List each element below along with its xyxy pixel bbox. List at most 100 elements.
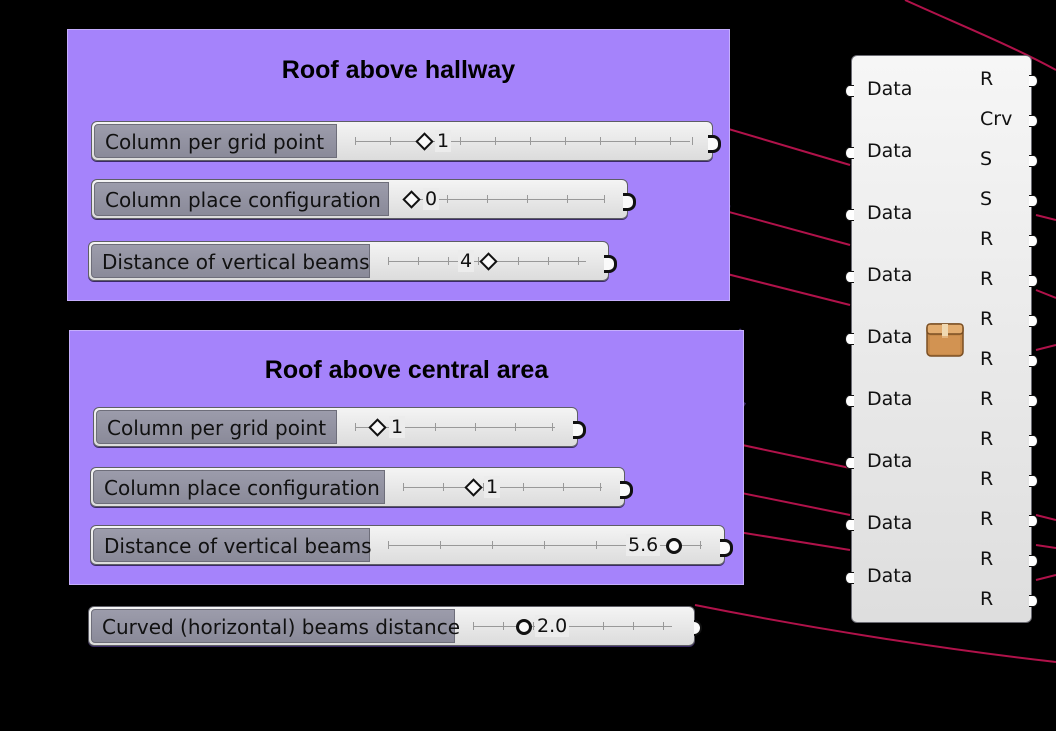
output-param[interactable]: R bbox=[980, 428, 994, 450]
slider-track[interactable]: 2.0 bbox=[455, 609, 690, 643]
slider-distance-of-vertical-beams[interactable]: Distance of vertical beams 5.6 bbox=[90, 525, 733, 565]
slider-value: 4 bbox=[458, 250, 475, 272]
group-title: Roof above central area bbox=[264, 356, 549, 384]
wire bbox=[1035, 344, 1056, 351]
output-grip[interactable] bbox=[1029, 555, 1038, 567]
output-grip[interactable] bbox=[604, 255, 617, 273]
slider-track[interactable]: 5.6 bbox=[370, 528, 720, 562]
slider-track[interactable]: 1 bbox=[337, 124, 708, 158]
group-roof-above-hallway[interactable]: Roof above hallway Column per grid point… bbox=[67, 29, 730, 301]
slider-label: Curved (horizontal) beams distance bbox=[91, 609, 460, 643]
input-grip[interactable] bbox=[845, 147, 854, 159]
output-grip[interactable] bbox=[1029, 195, 1038, 207]
output-grip[interactable] bbox=[708, 135, 721, 153]
slider-value: 2.0 bbox=[535, 615, 570, 637]
output-grip[interactable] bbox=[623, 193, 636, 211]
slider-knob[interactable] bbox=[479, 252, 498, 271]
input-grip[interactable] bbox=[845, 519, 854, 531]
input-grip[interactable] bbox=[845, 395, 854, 407]
slider-track[interactable]: 1 bbox=[385, 470, 620, 504]
output-param[interactable]: S bbox=[980, 188, 993, 210]
input-grip[interactable] bbox=[845, 271, 854, 283]
slider-value: 1 bbox=[435, 130, 452, 152]
slider-curved-beams-distance[interactable]: Curved (horizontal) beams distance 2.0 bbox=[88, 606, 702, 646]
input-param[interactable]: Data bbox=[867, 450, 913, 472]
output-grip[interactable] bbox=[720, 539, 733, 557]
output-param[interactable]: R bbox=[980, 348, 994, 370]
slider-knob[interactable] bbox=[666, 538, 682, 554]
slider-label: Distance of vertical beams bbox=[91, 244, 370, 278]
group-title: Roof above hallway bbox=[281, 56, 516, 84]
slider-knob[interactable] bbox=[415, 132, 434, 151]
input-param[interactable]: Data bbox=[867, 512, 913, 534]
slider-column-per-grid-point[interactable]: Column per grid point 1 bbox=[91, 121, 721, 161]
input-param[interactable]: Data bbox=[867, 565, 913, 587]
input-grip[interactable] bbox=[845, 457, 854, 469]
wire bbox=[1035, 514, 1056, 521]
output-param[interactable]: R bbox=[980, 508, 994, 530]
slider-knob[interactable] bbox=[402, 190, 421, 209]
output-grip[interactable] bbox=[1029, 475, 1038, 487]
output-param[interactable]: S bbox=[980, 148, 993, 170]
input-param[interactable]: Data bbox=[867, 202, 913, 224]
slider-track[interactable]: 4 bbox=[370, 244, 604, 278]
slider-label: Column per grid point bbox=[96, 410, 337, 444]
slider-column-place-configuration[interactable]: Column place configuration 1 bbox=[90, 467, 633, 507]
output-param[interactable]: R bbox=[980, 548, 994, 570]
output-grip[interactable] bbox=[1029, 355, 1038, 367]
package-box-icon bbox=[926, 323, 964, 357]
slider-label: Column place configuration bbox=[93, 470, 385, 504]
wire bbox=[725, 529, 851, 551]
slider-knob[interactable] bbox=[516, 619, 532, 635]
wire bbox=[1035, 214, 1056, 221]
wire bbox=[1035, 544, 1056, 549]
output-param[interactable]: Crv bbox=[980, 108, 1013, 130]
input-param[interactable]: Data bbox=[867, 326, 913, 348]
input-param[interactable]: Data bbox=[867, 264, 913, 286]
input-param[interactable]: Data bbox=[867, 388, 913, 410]
output-param[interactable]: R bbox=[980, 588, 994, 610]
wire bbox=[714, 124, 851, 166]
output-grip[interactable] bbox=[1029, 315, 1038, 327]
slider-value: 0 bbox=[423, 188, 440, 210]
input-param[interactable]: Data bbox=[867, 140, 913, 162]
output-param[interactable]: R bbox=[980, 388, 994, 410]
slider-column-per-grid-point[interactable]: Column per grid point 1 bbox=[93, 407, 586, 447]
output-grip[interactable] bbox=[1029, 595, 1038, 607]
slider-track[interactable]: 0 bbox=[389, 182, 623, 216]
slider-column-place-configuration[interactable]: Column place configuration 0 bbox=[91, 179, 636, 219]
output-grip[interactable] bbox=[1029, 155, 1038, 167]
output-param[interactable]: R bbox=[980, 68, 994, 90]
output-grip[interactable] bbox=[1029, 515, 1038, 527]
output-grip[interactable] bbox=[573, 421, 586, 439]
output-param[interactable]: R bbox=[980, 468, 994, 490]
input-param[interactable]: Data bbox=[867, 78, 913, 100]
slider-label: Column place configuration bbox=[94, 182, 389, 216]
output-grip[interactable] bbox=[1029, 435, 1038, 447]
slider-distance-of-vertical-beams[interactable]: Distance of vertical beams 4 bbox=[88, 241, 617, 281]
group-roof-above-central-area[interactable]: Roof above central area Column per grid … bbox=[69, 330, 744, 585]
output-param[interactable]: R bbox=[980, 308, 994, 330]
input-grip[interactable] bbox=[845, 572, 854, 584]
wire bbox=[1035, 289, 1056, 299]
slider-value: 1 bbox=[484, 476, 501, 498]
output-grip[interactable] bbox=[1029, 115, 1038, 127]
slider-knob[interactable] bbox=[368, 418, 387, 437]
input-grip[interactable] bbox=[845, 85, 854, 97]
output-grip[interactable] bbox=[620, 481, 633, 499]
slider-knob[interactable] bbox=[464, 478, 483, 497]
input-grip[interactable] bbox=[845, 209, 854, 221]
slider-track[interactable]: 1 bbox=[337, 410, 573, 444]
input-grip[interactable] bbox=[845, 333, 854, 345]
slider-value: 5.6 bbox=[626, 534, 661, 556]
output-grip[interactable] bbox=[1029, 395, 1038, 407]
output-grip[interactable] bbox=[1029, 75, 1038, 87]
output-grip[interactable] bbox=[1029, 275, 1038, 287]
slider-value: 1 bbox=[389, 416, 406, 438]
output-grip[interactable] bbox=[1029, 235, 1038, 247]
wire bbox=[904, 0, 1056, 71]
slider-label: Distance of vertical beams bbox=[93, 528, 372, 562]
output-param[interactable]: R bbox=[980, 268, 994, 290]
output-param[interactable]: R bbox=[980, 228, 994, 250]
